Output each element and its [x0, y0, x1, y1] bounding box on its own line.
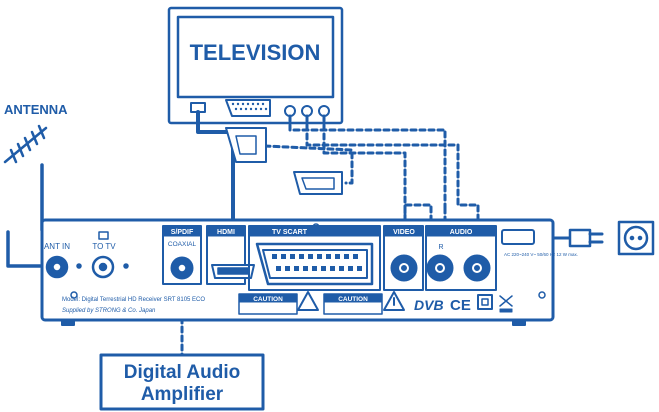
av-cable-a — [288, 114, 447, 210]
tv-scart-label: TV SCART — [272, 229, 308, 236]
dvb-logo: DVB — [414, 297, 444, 313]
scart-pin — [357, 266, 362, 271]
coaxial-label: COAXIAL — [168, 241, 197, 248]
amplifier-box — [99, 353, 265, 411]
caution-label-1: CAUTION — [253, 296, 283, 303]
television-label: TELEVISION — [190, 40, 321, 65]
scart-pin — [321, 266, 326, 271]
scart-pin — [339, 266, 344, 271]
warning-triangle-icon — [383, 291, 405, 311]
model-label: Model: Digital Terrestrial HD Receiver S… — [62, 297, 205, 303]
ant-in-label: ANT IN — [44, 242, 70, 251]
av-cable-b — [305, 114, 480, 252]
scart-pin — [272, 254, 277, 259]
antenna-label: ANTENNA — [4, 102, 68, 117]
audio-label: AUDIO — [450, 229, 473, 236]
scart-pin — [299, 254, 304, 259]
scart-pin — [326, 254, 331, 259]
scart-pin — [285, 266, 290, 271]
scart-pin — [281, 254, 286, 259]
scart-connector-icon — [255, 242, 374, 286]
audio-r-label: R — [438, 244, 443, 251]
scart-pin — [317, 254, 322, 259]
scart-plug-bottom — [293, 171, 343, 195]
scart-pin — [348, 266, 353, 271]
hdmi-connector-icon — [211, 264, 255, 279]
hdmi-label: HDMI — [217, 229, 235, 236]
scart-pin — [330, 266, 335, 271]
scart-pin — [276, 266, 281, 271]
ce-mark: CE — [450, 297, 471, 314]
hdmi-cable — [196, 110, 235, 272]
power-inlet — [501, 229, 535, 245]
scart-pin — [312, 266, 317, 271]
amplifier-label-line1: Digital Audio — [124, 362, 240, 383]
receiver — [40, 218, 555, 326]
caution-label-2: CAUTION — [338, 296, 368, 303]
scart-pin — [308, 254, 313, 259]
power-socket-icon — [617, 220, 655, 256]
scart-cable — [263, 144, 354, 185]
to-tv-label: TO TV — [92, 242, 116, 251]
antenna-icon — [3, 124, 48, 164]
antenna-cable — [6, 163, 44, 268]
power-plug-icon — [568, 228, 604, 248]
scart-plug-top — [225, 127, 267, 163]
tv-scart-port — [225, 99, 271, 117]
scart-pin — [294, 266, 299, 271]
scart-pin — [353, 254, 358, 259]
scart-pin — [290, 254, 295, 259]
scart-pin — [344, 254, 349, 259]
scart-pin — [303, 266, 308, 271]
video-label: VIDEO — [393, 229, 415, 236]
spdif-label: S/PDIF — [171, 229, 194, 236]
supplied-label: Supplied by STRONG & Co. Japan — [62, 308, 156, 314]
power-rating-label: AC 220~240 V~ 50/60 Hz 12 W max. — [504, 252, 578, 257]
amplifier-label-line2: Amplifier — [141, 384, 224, 405]
television — [167, 6, 344, 125]
scart-pin — [335, 254, 340, 259]
